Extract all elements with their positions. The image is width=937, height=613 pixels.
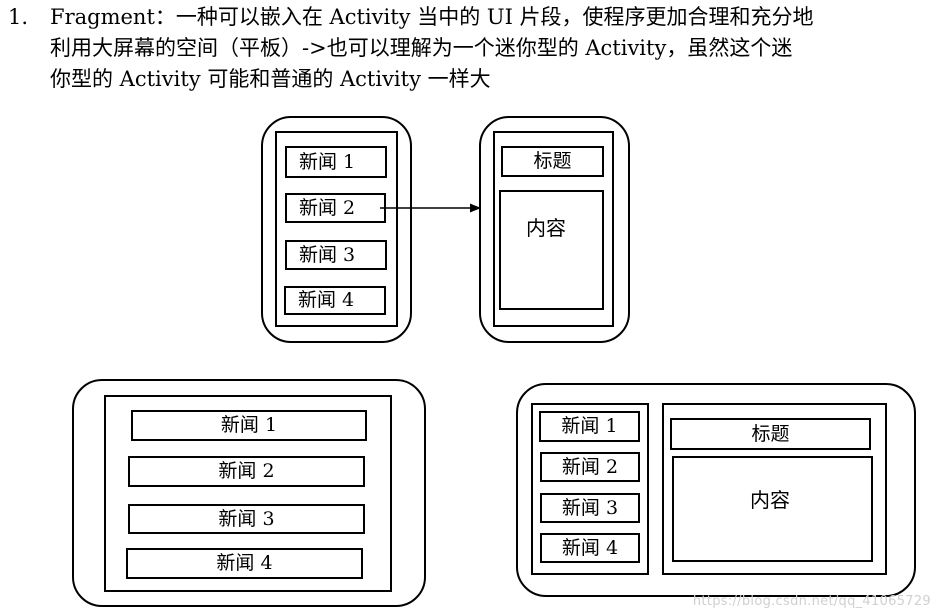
dual-news-item-4: 新闻 4: [540, 533, 640, 563]
dual-detail-title: 标题: [670, 418, 871, 450]
dual-news-item-2: 新闻 2: [540, 452, 640, 482]
news-item-3: 新闻 3: [285, 240, 387, 270]
tablet-news-item-1: 新闻 1: [131, 410, 367, 441]
tablet-news-item-4: 新闻 4: [126, 548, 363, 579]
detail-content-box: [499, 190, 604, 310]
tablet-news-item-3: 新闻 3: [128, 504, 365, 534]
news-item-2: 新闻 2: [285, 193, 386, 223]
detail-title: 标题: [501, 146, 604, 177]
list-number: 1.: [8, 5, 29, 29]
dual-news-item-1: 新闻 1: [539, 411, 640, 442]
paragraph-text: Fragment：一种可以嵌入在 Activity 当中的 UI 片段，使程序更…: [50, 2, 850, 95]
news-item-1: 新闻 1: [285, 146, 387, 178]
dual-detail-content-label: 内容: [750, 488, 790, 512]
paragraph-line: 你型的 Activity 可能和普通的 Activity 一样大: [50, 67, 491, 91]
tablet-news-item-2: 新闻 2: [128, 456, 365, 487]
dual-detail-content-box: [672, 456, 873, 562]
paragraph-line: 利用大屏幕的空间（平板）->也可以理解为一个迷你型的 Activity，虽然这个…: [50, 36, 793, 60]
news-item-4: 新闻 4: [284, 286, 386, 315]
paragraph-line: Fragment：一种可以嵌入在 Activity 当中的 UI 片段，使程序更…: [50, 5, 814, 29]
detail-content-label: 内容: [526, 216, 566, 240]
dual-news-item-3: 新闻 3: [540, 493, 640, 523]
watermark-text: https://blog.csdn.net/qq_41065729: [692, 594, 931, 609]
